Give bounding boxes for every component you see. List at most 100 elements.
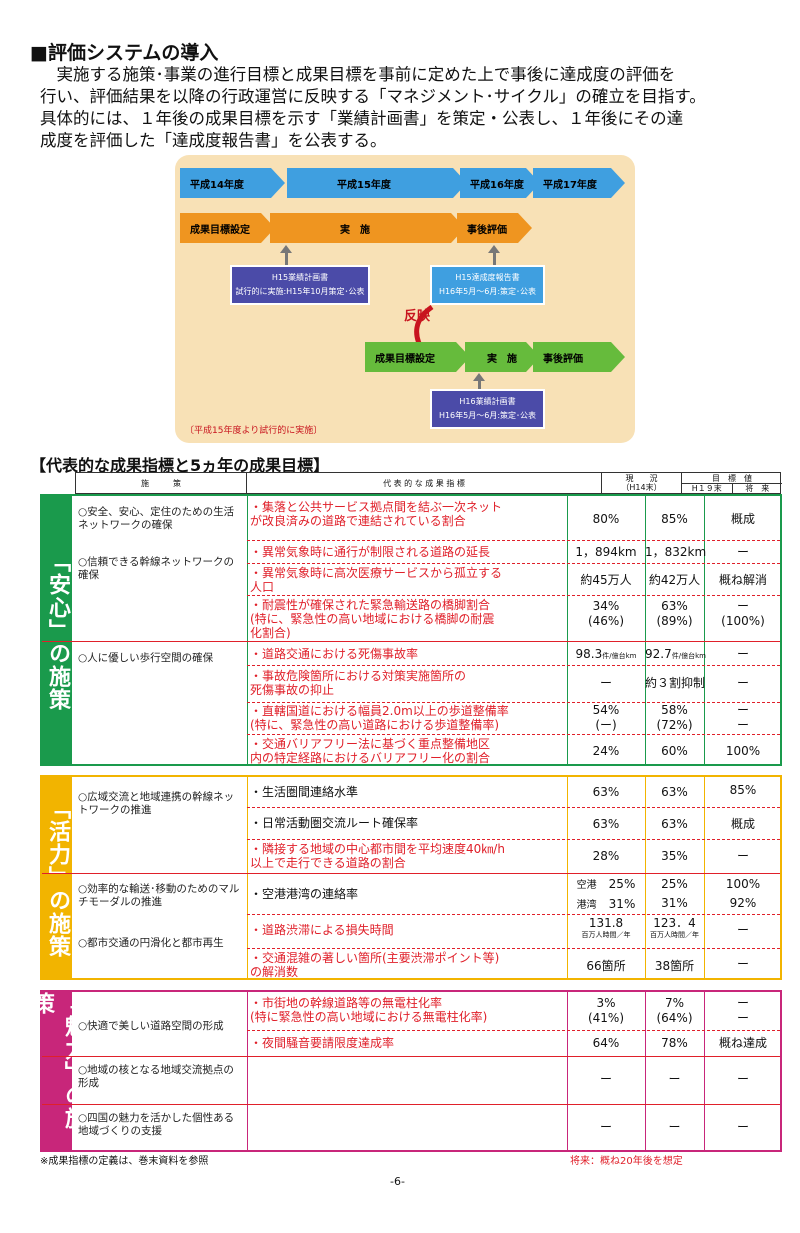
table-title: 【代表的な成果指標と5ヵ年の成果目標】 — [30, 456, 330, 475]
value-h19: 63% — [661, 785, 688, 799]
section-label: 「活力」の施策 — [42, 777, 72, 978]
value-current: 約45万人 — [580, 573, 632, 587]
year-arrow-h14: 平成14年度 — [180, 168, 285, 198]
flow1-implementation: 実 施 — [270, 213, 465, 243]
flow2-evaluation: 事後評価 — [533, 342, 625, 372]
year-arrow-h16: 平成16年度 — [460, 168, 540, 198]
value-current: 28% — [592, 849, 620, 863]
policy-item: ○人に優しい歩行空間の確保 — [78, 652, 214, 664]
policy-item: ○四国の魅力を活かした個性ある地域づくりの支援 — [78, 1112, 235, 1137]
value-h19: 58%(72%) — [656, 703, 693, 732]
value-h19: ー — [668, 1120, 681, 1134]
value-future: 概成 — [730, 817, 755, 831]
value-current: 63% — [592, 817, 620, 831]
intro-line-1: 実施する施策･事業の進行目標と成果目標を事前に定めた上で事後に達成度の評価を — [40, 65, 676, 84]
table-header: 施 策 代 表 的 な 成 果 指 標 現 況（H14末） 目 標 値 H１９末… — [75, 472, 782, 494]
value-current: 24% — [592, 744, 620, 758]
footnote: ※成果指標の定義は、巻末資料を参照 — [40, 1156, 209, 1167]
value-future: ー — [736, 1120, 749, 1134]
indicator: ・異常気象時に通行が制限される道路の延長 — [250, 545, 491, 559]
value-future: 100% — [725, 744, 761, 758]
header-current: 現 況（H14末） — [601, 473, 681, 493]
page-number: -6- — [390, 1175, 405, 1188]
value-future: ーー — [736, 996, 749, 1025]
value-current: ー — [599, 1072, 612, 1086]
value-h19: 7%(64%) — [656, 996, 693, 1025]
section-katsuryoku: 「活力」の施策 ○広域交流と地域連携の幹線ネットワークの推進 ○効率的な輸送･移… — [40, 775, 782, 980]
policy-item: ○都市交通の円滑化と都市再生 — [78, 937, 224, 949]
indicator: ・集落と公共サービス拠点間を結ぶ一次ネットが改良済みの道路で連結されている割合 — [250, 500, 503, 528]
indicator: ・夜間騒音要請限度達成率 — [250, 1036, 395, 1050]
management-cycle-diagram: 平成14年度 平成15年度 平成16年度 平成17年度 成果目標設定 実 施 事… — [175, 155, 635, 443]
feedback-label: 反映 — [404, 309, 431, 324]
indicator: ・交通バリアフリー法に基づく重点整備地区内の特定経路におけるバリアフリー化の割合 — [250, 737, 491, 765]
section-label: 「魅力」の施策 — [29, 992, 86, 1150]
header-policy: 施 策 — [141, 478, 181, 488]
flow1-goal-setting: 成果目標設定 — [180, 213, 275, 243]
value-current: ー — [599, 676, 612, 690]
section-anshin: 「安心」の施策 ○安全、安心、定住のための生活ネットワークの確保 ○信頼できる幹… — [40, 494, 782, 766]
indicator: ・事故危険箇所における対策実施箇所の死傷事故の抑止 — [250, 669, 467, 697]
policy-item: ○広域交流と地域連携の幹線ネットワークの推進 — [78, 791, 235, 816]
value-future: 概成 — [730, 512, 755, 526]
value-h19: 60% — [661, 744, 688, 758]
section-label: 「安心」の施策 — [42, 496, 72, 764]
value-future: ー — [736, 923, 749, 937]
section-miryoku: 「魅力」の施策 ○快適で美しい道路空間の形成 ○地域の核となる地域交流拠点の形成… — [29, 990, 782, 1152]
flow2-implementation: 実 施 — [465, 342, 540, 372]
value-h19: 38箇所 — [654, 959, 695, 973]
value-h19: 約３割抑制 — [645, 676, 706, 690]
value-future: 概ね解消 — [718, 573, 767, 587]
header-indicator: 代 表 的 な 成 果 指 標 — [246, 473, 601, 493]
value-h19: 35% — [661, 849, 688, 863]
value-h19: 63%(89%) — [656, 599, 693, 628]
value-h19: 85% — [661, 512, 688, 526]
value-current: 1，894km — [575, 545, 637, 559]
value-future: 100%92% — [725, 877, 761, 910]
indicator: ・生活圏間連絡水準 — [250, 785, 359, 799]
value-current: 98.3件/億台km — [575, 647, 637, 661]
intro-line-3: 具体的には、１年後の成果目標を示す「業績計画書」を策定・公表し、１年後にその達 — [40, 109, 684, 128]
year-arrow-h17: 平成17年度 — [533, 168, 625, 198]
header-target: 目 標 値 H１９末将 来 — [681, 473, 782, 493]
future-note: 将来：概ね20年後を想定 — [570, 1156, 683, 1167]
value-future: 85% — [729, 783, 757, 797]
value-current: 66箇所 — [586, 959, 626, 973]
policy-item: ○効率的な輸送･移動のためのマルチモーダルの推進 — [78, 883, 240, 908]
value-h19: 78% — [661, 1036, 688, 1050]
indicator: ・異常気象時に高次医療サービスから孤立する人口 — [250, 566, 503, 594]
value-future: ー(100%) — [721, 599, 765, 628]
value-current: 3%(41%) — [587, 996, 625, 1025]
indicator: ・道路渋滞による損失時間 — [250, 923, 394, 937]
indicator: ・耐震性が確保された緊急輸送路の橋脚割合(特に、緊急性の高い地域における橋脚の耐… — [250, 598, 495, 640]
value-h19: 92.7件/億台km — [645, 647, 706, 661]
page-title: ■評価システムの導入 — [30, 42, 219, 64]
indicator: ・交通混雑の著しい箇所(主要渋滞ポイント等)の解消数 — [250, 951, 500, 979]
policy-item: ○信頼できる幹線ネットワークの確保 — [78, 556, 234, 581]
arrow-up-icon — [280, 245, 292, 265]
h15-plan-box: H15業績計画書試行的に実施:H15年10月策定･公表 — [230, 265, 370, 305]
value-future: ー — [736, 1072, 749, 1086]
value-h19: 約42万人 — [648, 573, 701, 587]
value-future: 概ね達成 — [718, 1036, 767, 1050]
policy-item: ○快適で美しい道路空間の形成 — [78, 1020, 224, 1032]
value-h19: 63% — [661, 817, 688, 831]
policy-item: ○安全、安心、定住のための生活ネットワークの確保 — [78, 506, 235, 531]
value-current: 63% — [592, 785, 620, 799]
arrow-up-icon — [473, 373, 485, 389]
flow2-goal-setting: 成果目標設定 — [365, 342, 470, 372]
intro-line-4: 成度を評価した「達成度報告書」を公表する。 — [40, 131, 387, 150]
year-arrow-h15: 平成15年度 — [287, 168, 467, 198]
value-h19: 25%31% — [661, 877, 688, 910]
indicator: ・空港港湾の連絡率 — [250, 887, 359, 901]
intro-line-2: 行い、評価結果を以降の行政運営に反映する「マネジメント･サイクル」の確立を目指す… — [40, 87, 706, 106]
value-future: ーー — [736, 703, 749, 732]
value-h19: ー — [668, 1072, 681, 1086]
value-future: ー — [736, 676, 749, 690]
value-current: 空港 25% 港湾 31% — [576, 877, 636, 911]
